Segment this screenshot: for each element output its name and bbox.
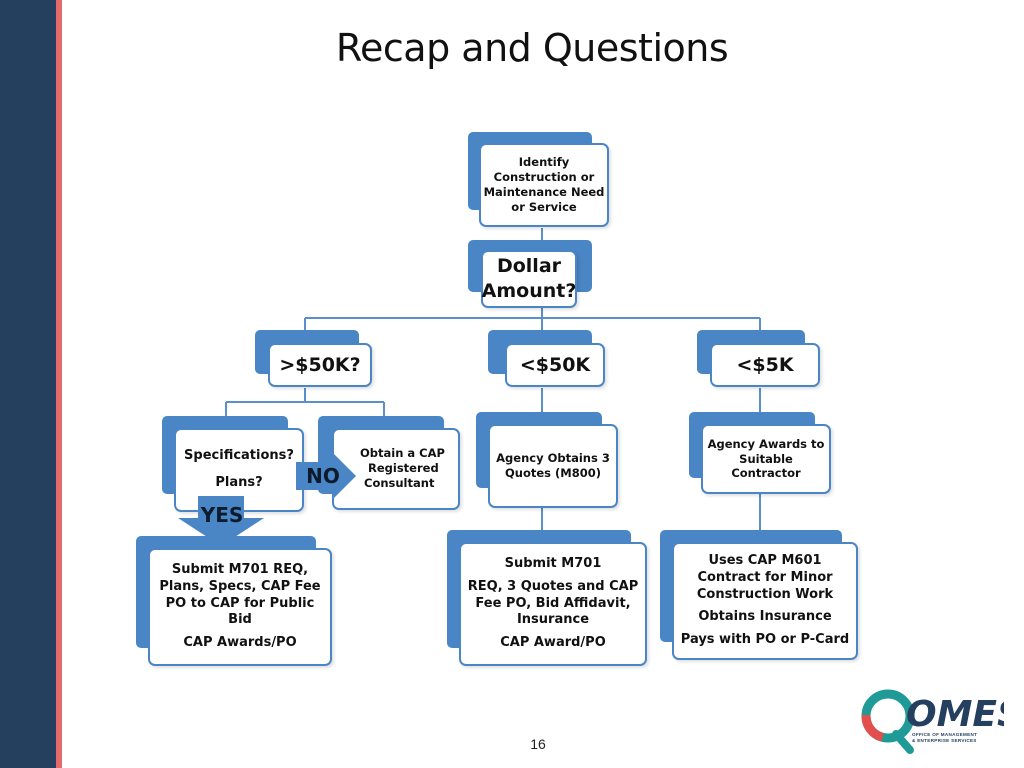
node-submit-m701: Submit M701 REQ, 3 Quotes and CAP Fee PO… (447, 530, 649, 668)
node-identify-need: Identify Construction or Maintenance Nee… (468, 132, 610, 228)
page-title: Recap and Questions (335, 26, 729, 70)
identify-line-1: Identify (518, 155, 570, 170)
m701-line-3: Fee PO, Bid Affidavit, (475, 595, 631, 611)
node-over-50k: >$50K? (255, 330, 375, 390)
specs-line-2: Plans? (215, 475, 263, 490)
under-5k-label: <$5K (736, 353, 794, 376)
no-arrow (296, 452, 356, 500)
cap-line-4: Obtains Insurance (698, 609, 832, 625)
identify-line-2: Construction or (493, 170, 595, 185)
node-under-50k: <$50K (488, 330, 608, 390)
agency-quotes-line-2: Quotes (M800) (505, 466, 601, 480)
cap-line-2: Contract for Minor (697, 569, 833, 585)
dollar-line-1: Dollar (496, 255, 562, 278)
node-agency-awards: Agency Awards to Suitable Contractor (689, 412, 833, 496)
no-label: NO (306, 464, 340, 488)
node-agency-quotes: Agency Obtains 3 Quotes (M800) (476, 412, 620, 510)
identify-line-4: or Service (511, 199, 577, 214)
node-obtain-cap: Obtain a CAP Registered Consultant (318, 416, 462, 512)
dollar-line-2: Amount? (481, 280, 577, 302)
cap-line-3: Construction Work (696, 586, 834, 602)
node-dollar-amount: Dollar Amount? (468, 240, 610, 308)
obtain-cap-line-3: Consultant (364, 475, 435, 490)
logo-subtitle: OFFICE OF MANAGEMENT & ENTERPRISE SERVIC… (912, 732, 1004, 743)
page-number: 16 (530, 736, 546, 752)
obtain-cap-line-2: Registered (368, 460, 439, 475)
node-submit-m701-req: Submit M701 REQ, Plans, Specs, CAP Fee P… (136, 536, 332, 668)
over-50k-label: >$50K? (279, 353, 361, 376)
identify-line-3: Maintenance Need (483, 185, 605, 199)
logo-wordmark: OMES (906, 694, 1004, 735)
omes-logo: OMES (861, 689, 1004, 754)
req-line-1: Submit M701 REQ, (171, 561, 309, 577)
node-uses-cap-m601: Uses CAP M601 Contract for Minor Constru… (660, 530, 860, 662)
logo-subtitle-line-1: OFFICE OF MANAGEMENT (912, 732, 978, 737)
accent-stripe (56, 0, 62, 768)
agency-awards-line-1: Agency Awards to (707, 436, 825, 451)
specs-line-1: Specifications? (184, 448, 294, 464)
cap-line-1: Uses CAP M601 (708, 552, 822, 568)
yes-arrow (178, 496, 264, 546)
m701-line-2: REQ, 3 Quotes and CAP (467, 578, 639, 594)
sidebar-band (0, 0, 56, 768)
m701-line-1: Submit M701 (504, 555, 602, 571)
req-line-4: Bid (228, 612, 252, 628)
node-specs-plans: Specifications? Plans? (162, 416, 306, 514)
agency-quotes-line-1: Agency Obtains 3 (496, 451, 610, 466)
req-line-5: CAP Awards/PO (183, 635, 297, 651)
node-under-5k: <$5K (697, 330, 823, 390)
cap-line-5: Pays with PO or P-Card (680, 632, 850, 648)
m701-line-5: CAP Award/PO (500, 635, 606, 651)
yes-label: YES (200, 503, 244, 527)
req-line-2: Plans, Specs, CAP Fee (159, 578, 321, 594)
logo-subtitle-line-2: & ENTERPRISE SERVICES (912, 737, 977, 743)
agency-awards-line-2: Suitable Contractor (731, 451, 801, 481)
obtain-cap-line-1: Obtain a CAP (360, 446, 445, 460)
under-50k-label: <$50K (519, 353, 591, 376)
m701-line-4: Insurance (516, 612, 590, 628)
req-line-3: PO to CAP for Public (165, 595, 315, 611)
